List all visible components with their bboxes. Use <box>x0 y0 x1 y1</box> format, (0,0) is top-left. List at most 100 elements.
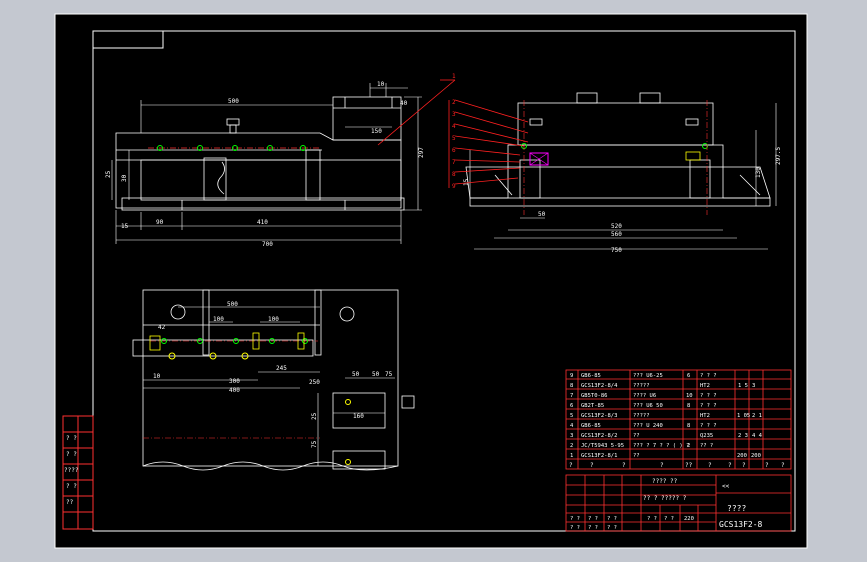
plan-dim-300: 300 <box>229 378 240 385</box>
bom-r6-c0: 3 <box>570 433 573 439</box>
bom-r0-c4: 6 <box>687 373 690 379</box>
plan-dim-50b: 50 <box>372 371 380 378</box>
bom-table <box>565 369 792 470</box>
bom-r5-c5: ? ? ? <box>700 423 717 429</box>
bom-r0-c1: GB6-85 <box>581 373 601 379</box>
bom-r3-c4: 8 <box>687 403 690 409</box>
plan-dim-100b: 100 <box>268 316 279 323</box>
front-dim-10: 10 <box>377 81 385 88</box>
project-line2: ?? ? ????? ? <box>643 495 687 502</box>
plan-dimensions <box>143 306 395 466</box>
plan-dim-160: 160 <box>353 413 364 420</box>
plan-dim-25: 25 <box>311 412 318 420</box>
front-dim-90: 90 <box>156 219 164 226</box>
bom-r1-c3: ????? <box>633 383 650 389</box>
plan-dim-75b: 75 <box>311 440 318 448</box>
plan-dim-100a: 100 <box>213 316 224 323</box>
bom-r5-c4: 8 <box>687 423 690 429</box>
bom-r4-c6: 1 05 <box>737 413 750 419</box>
plan-dim-50a: 50 <box>352 371 360 378</box>
left-block-r1: ? ? <box>66 435 77 442</box>
bom-r5-c0: 4 <box>570 423 574 429</box>
bom-rows: 9 GB6-85 ??? U6-25 6 ? ? ? 8 GCS13F2-8/4… <box>570 373 763 459</box>
title-block <box>565 474 792 532</box>
bom-r7-c0: 2 <box>570 443 573 449</box>
drawing-sheet <box>54 13 808 549</box>
svg-text:? ?: ? ? <box>570 525 580 531</box>
plan-dim-500: 500 <box>227 301 238 308</box>
bom-r2-c5: ? ? ? <box>700 393 717 399</box>
front-dim-30: 30 <box>121 174 128 182</box>
plan-dim-75: 75 <box>385 371 393 378</box>
bom-r4-c3: ????? <box>633 413 650 419</box>
title-block-marks: ? ? ? ? ? ? ? ? ? ? ? ? ? ? ? ? <box>570 516 674 531</box>
bom-r2-c0: 7 <box>570 393 573 399</box>
side-view <box>465 92 771 207</box>
bom-r7-c5: ?? ? <box>700 443 713 449</box>
side-dim-15: 15 <box>463 178 470 186</box>
bom-r1-c1: GCS13F2-8/4 <box>581 383 618 389</box>
bom-r4-c1: GCS13F2-8/3 <box>581 413 617 419</box>
plan-features <box>143 332 351 465</box>
front-dim-410: 410 <box>257 219 268 226</box>
bom-r5-c1: GB6-85 <box>581 423 601 429</box>
bom-r4-c5: HT2 <box>700 413 710 419</box>
left-block-r3: ???? <box>64 467 79 474</box>
front-dim-150: 150 <box>371 128 382 135</box>
svg-text:? ?: ? ? <box>570 516 580 522</box>
balloon-4: 4 <box>452 123 456 130</box>
bom-r3-c1: GB2T-85 <box>581 403 604 409</box>
front-view <box>115 96 405 211</box>
bom-r0-c5: ? ? ? <box>700 373 717 379</box>
bom-r8-c0: 1 <box>570 453 573 459</box>
front-dim-500: 500 <box>228 98 239 105</box>
svg-text:? ?: ? ? <box>588 525 598 531</box>
plan-dim-250: 250 <box>309 379 320 386</box>
bom-r6-c1: GCS13F2-8/2 <box>581 433 617 439</box>
bom-r1-c6: 1 5 <box>738 383 748 389</box>
bom-r0-c3: ??? U6-25 <box>633 373 663 379</box>
bom-r7-c3: ??? ? 7 ? ? ( ) ? <box>633 443 689 449</box>
front-dim-25: 25 <box>105 170 112 178</box>
bom-r1-c5: HT2 <box>700 383 710 389</box>
bom-h4: ?? <box>685 462 693 469</box>
project-line1: ???? ?? <box>652 478 678 485</box>
bom-h1: ? <box>590 462 594 469</box>
plan-dim-400: 400 <box>229 387 240 394</box>
bom-r6-c7: 4 4 <box>752 433 763 439</box>
side-dim-750: 750 <box>611 247 622 254</box>
bom-r1-c0: 8 <box>570 383 573 389</box>
bom-h2: ? <box>622 462 626 469</box>
balloon-2: 2 <box>452 99 456 106</box>
side-dim-50: 50 <box>538 211 546 218</box>
balloon-leaders <box>377 79 529 188</box>
left-block-r4: ? ? <box>66 483 77 490</box>
bom-r1-c7: 3 <box>752 383 755 389</box>
front-dim-700: 700 <box>262 241 273 248</box>
balloon-8: 8 <box>452 171 456 178</box>
bom-r4-c0: 5 <box>570 413 573 419</box>
bom-r8-c1: GCS13F2-8/1 <box>581 453 617 459</box>
bom-r2-c3: ???? U6 <box>633 393 656 399</box>
bom-h6: ? <box>728 462 732 469</box>
plan-view <box>132 289 415 471</box>
bom-r0-c0: 9 <box>570 373 573 379</box>
bom-r4-c7: 2 1 <box>752 413 762 419</box>
balloon-numbers: 1 2 3 4 5 6 7 8 9 <box>452 73 456 190</box>
front-dim-15: 15 <box>121 223 129 230</box>
bom-r3-c5: ? ? ? <box>700 403 717 409</box>
bom-h7: ? <box>742 462 746 469</box>
svg-text:? ?: ? ? <box>647 516 657 522</box>
bom-r2-c4: 10 <box>686 393 693 399</box>
svg-text:? ?: ? ? <box>607 516 617 522</box>
bom-r8-c7: 200 <box>751 453 761 459</box>
front-bolts <box>148 145 320 151</box>
bom-r8-c3: ?? <box>633 453 640 459</box>
side-dim-560: 560 <box>611 231 622 238</box>
plan-dim-245: 245 <box>276 365 287 372</box>
bom-r8-c6: 200 <box>737 453 747 459</box>
bom-r7-c1: JC/T5943 5-95 <box>581 443 624 449</box>
bom-r6-c6: 2 3 <box>738 433 748 439</box>
left-block-r5: ?? <box>66 499 74 506</box>
